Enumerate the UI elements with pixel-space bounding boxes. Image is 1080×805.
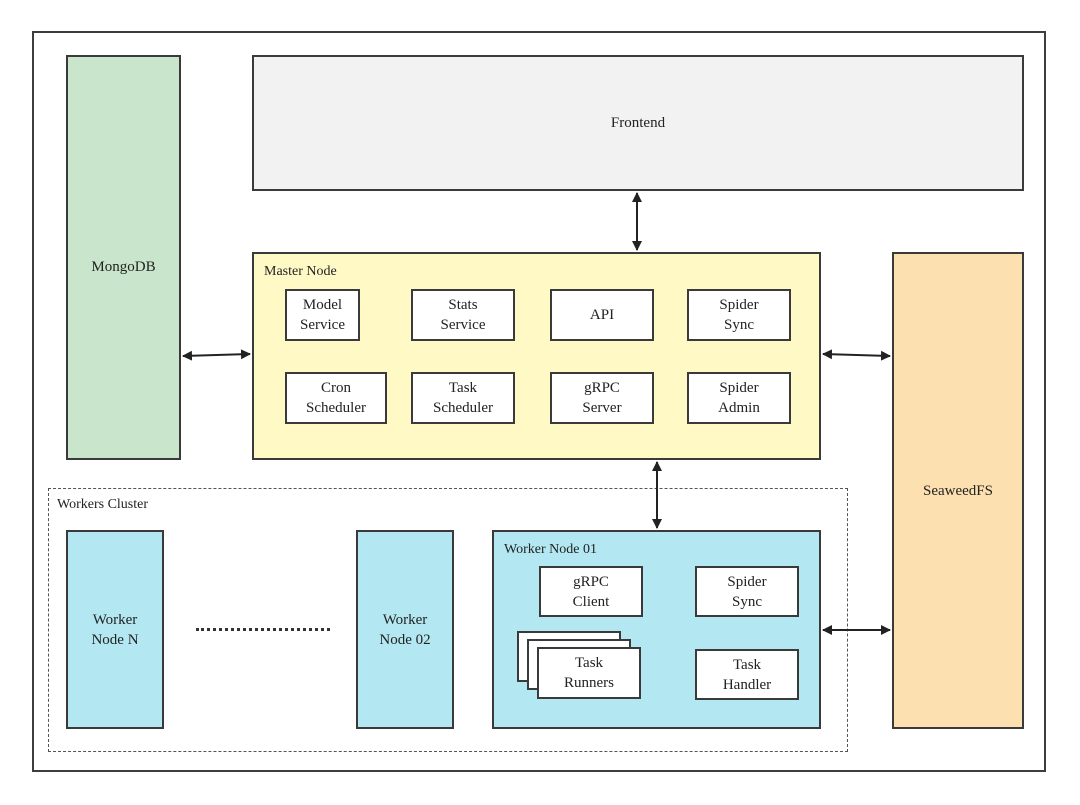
seaweedfs-node: SeaweedFS — [892, 252, 1024, 729]
spider-admin-label: Spider Admin — [718, 380, 760, 416]
worker-node-01: Worker Node 01 gRPC Client Spider Sync T… — [492, 530, 821, 729]
seaweedfs-label: SeaweedFS — [923, 482, 993, 499]
mongodb-label: MongoDB — [91, 259, 156, 275]
task-handler-label: Task Handler — [722, 656, 772, 693]
task-scheduler-component: Task Scheduler — [411, 372, 515, 424]
worker-node-02-label: Worker Node 02 — [379, 611, 431, 648]
task-runners-label: Task Runners — [564, 655, 614, 691]
grpc-client-component: gRPC Client — [539, 566, 643, 617]
stats-service-label: Stats Service — [440, 297, 486, 333]
master-seaweedfs-arrow — [822, 349, 891, 361]
master-node: Master Node Model Service Stats Service … — [252, 252, 821, 460]
workers-cluster: Workers Cluster — [48, 488, 848, 752]
task-handler-component: Task Handler — [695, 649, 799, 700]
cron-scheduler-component: Cron Scheduler — [285, 372, 387, 424]
stats-service-component: Stats Service — [411, 289, 515, 341]
grpc-client-label: gRPC Client — [572, 573, 610, 610]
task-scheduler-label: Task Scheduler — [433, 380, 493, 416]
workers-cluster-label: Workers Cluster — [57, 497, 149, 512]
grpc-server-component: gRPC Server — [550, 372, 654, 424]
frontend-node: Frontend — [252, 55, 1024, 191]
worker-node-01-label: Worker Node 01 — [504, 542, 597, 557]
model-service-component: Model Service — [285, 289, 360, 341]
api-label: API — [589, 307, 615, 323]
worker-spider-sync-component: Spider Sync — [695, 566, 799, 617]
task-runners-component: Task Runners — [537, 647, 641, 699]
ellipsis-dots — [196, 628, 330, 631]
spider-sync-label: Spider Sync — [719, 297, 759, 333]
spider-admin-component: Spider Admin — [687, 372, 791, 424]
worker-node-n: Worker Node N — [66, 530, 164, 729]
diagram-frame — [32, 31, 1046, 772]
master-node-label: Master Node — [264, 264, 337, 279]
frontend-label: Frontend — [610, 115, 666, 131]
model-service-label: Model Service — [300, 297, 345, 333]
worker-spider-sync-label: Spider Sync — [727, 573, 767, 610]
cron-scheduler-label: Cron Scheduler — [306, 380, 366, 416]
mongodb-master-arrow — [182, 349, 251, 361]
grpc-server-label: gRPC Server — [582, 380, 622, 416]
api-component: API — [550, 289, 654, 341]
spider-sync-component: Spider Sync — [687, 289, 791, 341]
mongodb-node: MongoDB — [66, 55, 181, 460]
worker-node-n-label: Worker Node N — [91, 611, 139, 648]
worker-node-02: Worker Node 02 — [356, 530, 454, 729]
